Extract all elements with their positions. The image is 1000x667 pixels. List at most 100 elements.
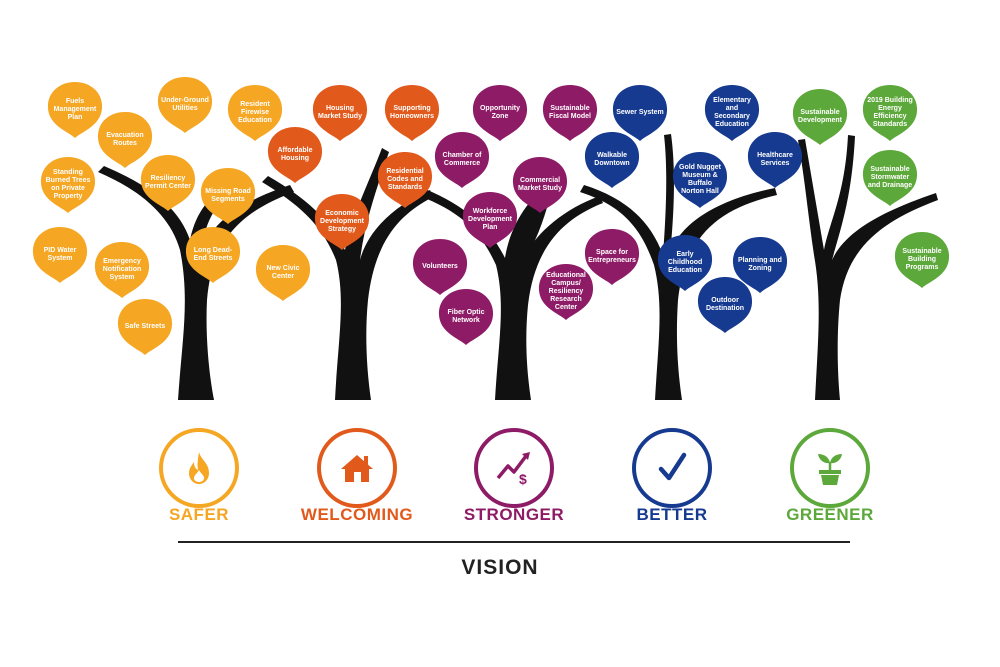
leaf-safer: Fuels Management Plan (45, 80, 105, 140)
potted-plant-icon (818, 454, 842, 485)
leaf-label: Planning and Zoning (738, 256, 782, 272)
leaf-label: Housing Market Study (318, 104, 362, 120)
leaf-shape (584, 229, 640, 285)
leaf-label: Supporting Homeowners (390, 104, 434, 120)
leaf-stronger: Opportunity Zone (470, 83, 530, 143)
leaf-shape (894, 232, 950, 288)
leaf-label: Standing Burned Trees on Private Propert… (45, 168, 91, 201)
leaf-shape (97, 112, 153, 168)
leaf-stronger: Fiber Optic Network (436, 287, 496, 347)
pillar-safer (159, 428, 239, 508)
pillar-label-stronger: STRONGER (463, 505, 565, 524)
leaf-shape (704, 85, 760, 141)
leaf-greener: Sustainable Stormwater and Drainage (860, 148, 920, 208)
leaf-shape (47, 82, 103, 138)
leaf-better: Early Childhood Education (655, 233, 715, 293)
leaf-safer: PID Water System (30, 225, 90, 285)
tree-trunk-stronger (420, 180, 603, 400)
leaf-better: Planning and Zoning (730, 235, 790, 295)
leaf-shape (657, 235, 713, 291)
leaf-shape (140, 155, 196, 211)
leaf-label: Emergency Notification System (102, 257, 142, 282)
leaf-shape (157, 77, 213, 133)
pillar-stronger: $ (474, 428, 554, 508)
pillar-label-welcoming: WELCOMING (300, 505, 414, 524)
leaf-shape (862, 85, 918, 141)
leaf-label: Economic Development Strategy (320, 209, 364, 234)
leaf-label: Educational Campus/ Resiliency Research … (546, 271, 586, 312)
leaf-better: Walkable Downtown (582, 130, 642, 190)
leaf-safer: Under-Ground Utilities (155, 75, 215, 135)
leaf-shape (462, 192, 518, 248)
leaf-stronger: Sustainable Fiscal Model (540, 83, 600, 143)
leaf-shape (32, 227, 88, 283)
leaf-shape (438, 289, 494, 345)
checkmark-icon (658, 452, 687, 481)
leaf-label: Volunteers (422, 262, 458, 270)
leaf-shape (612, 85, 668, 141)
vision-title: VISION (461, 556, 539, 579)
vision-divider (178, 541, 850, 543)
flame-icon (189, 452, 209, 484)
svg-text:$: $ (519, 471, 527, 487)
leaf-label: Sustainable Fiscal Model (548, 104, 591, 120)
leaf-greener: 2019 Building Energy Efficiency Standard… (860, 83, 920, 143)
leaf-stronger: Workforce Development Plan (460, 190, 520, 250)
leaf-label: Sustainable Building Programs (902, 247, 942, 272)
leaf-label: Chamber of Commerce (442, 151, 482, 167)
leaf-label: Affordable Housing (277, 146, 313, 162)
leaf-welcoming: Supporting Homeowners (382, 83, 442, 143)
leaf-shape (747, 132, 803, 188)
leaf-greener: Sustainable Development (790, 87, 850, 147)
leaf-safer: Long Dead-End Streets (183, 225, 243, 285)
leaf-better: Outdoor Destination (695, 275, 755, 335)
leaf-label: PID Water System (43, 246, 77, 262)
leaf-label: Residential Codes and Standards (386, 167, 424, 192)
tree-trunk-welcoming (262, 148, 433, 400)
leaf-label: Resident Firewise Education (238, 100, 272, 125)
leaf-welcoming: Economic Development Strategy (312, 192, 372, 252)
leaf-label: Missing Road Segments (205, 187, 251, 203)
leaf-stronger: Educational Campus/ Resiliency Research … (536, 262, 596, 322)
leaf-label: Long Dead-End Streets (193, 246, 233, 262)
pillar-label-better: BETTER (636, 505, 708, 524)
leaf-shape (472, 85, 528, 141)
leaf-label: 2019 Building Energy Efficiency Standard… (867, 96, 913, 129)
leaf-stronger: Space for Entrepreneurs (582, 227, 642, 287)
leaf-shape (185, 227, 241, 283)
leaf-label: Under-Ground Utilities (161, 96, 209, 112)
leaf-stronger: Commercial Market Study (510, 155, 570, 215)
leaf-shape (672, 152, 728, 208)
leaf-safer: Safe Streets (115, 297, 175, 357)
leaf-safer: Emergency Notification System (92, 240, 152, 300)
leaf-label: Fuels Management Plan (53, 97, 97, 122)
leaf-shape (40, 157, 96, 213)
leaf-shape (227, 85, 283, 141)
leaf-shape (732, 237, 788, 293)
pillar-welcoming (317, 428, 397, 508)
leaf-better: Elementary and Secondary Education (702, 83, 762, 143)
leaf-shape (862, 150, 918, 206)
leaf-shape (434, 132, 490, 188)
leaf-shape (94, 242, 150, 298)
leaf-shape (697, 277, 753, 333)
leaf-safer: Resiliency Permit Center (138, 153, 198, 213)
leaf-welcoming: Affordable Housing (265, 125, 325, 185)
leaf-label: Space for Entrepreneurs (588, 248, 636, 264)
leaf-label: Resiliency Permit Center (145, 174, 191, 190)
leaf-shape (314, 194, 370, 250)
leaf-label: Evacuation Routes (106, 131, 144, 147)
leaf-better: Gold Nugget Museum & Buffalo Norton Hall (670, 150, 730, 210)
leaf-shape (584, 132, 640, 188)
leaf-shape (377, 152, 433, 208)
leaf-label: Outdoor Destination (705, 296, 745, 312)
leaf-shape (792, 89, 848, 145)
leaf-safer: Evacuation Routes (95, 110, 155, 170)
leaf-better: Healthcare Services (745, 130, 805, 190)
leaf-safer: New Civic Center (253, 243, 313, 303)
leaf-welcoming: Residential Codes and Standards (375, 150, 435, 210)
pillar-greener (790, 428, 870, 508)
leaf-shape (512, 157, 568, 213)
growth-chart-dollar-icon: $ (496, 452, 530, 487)
